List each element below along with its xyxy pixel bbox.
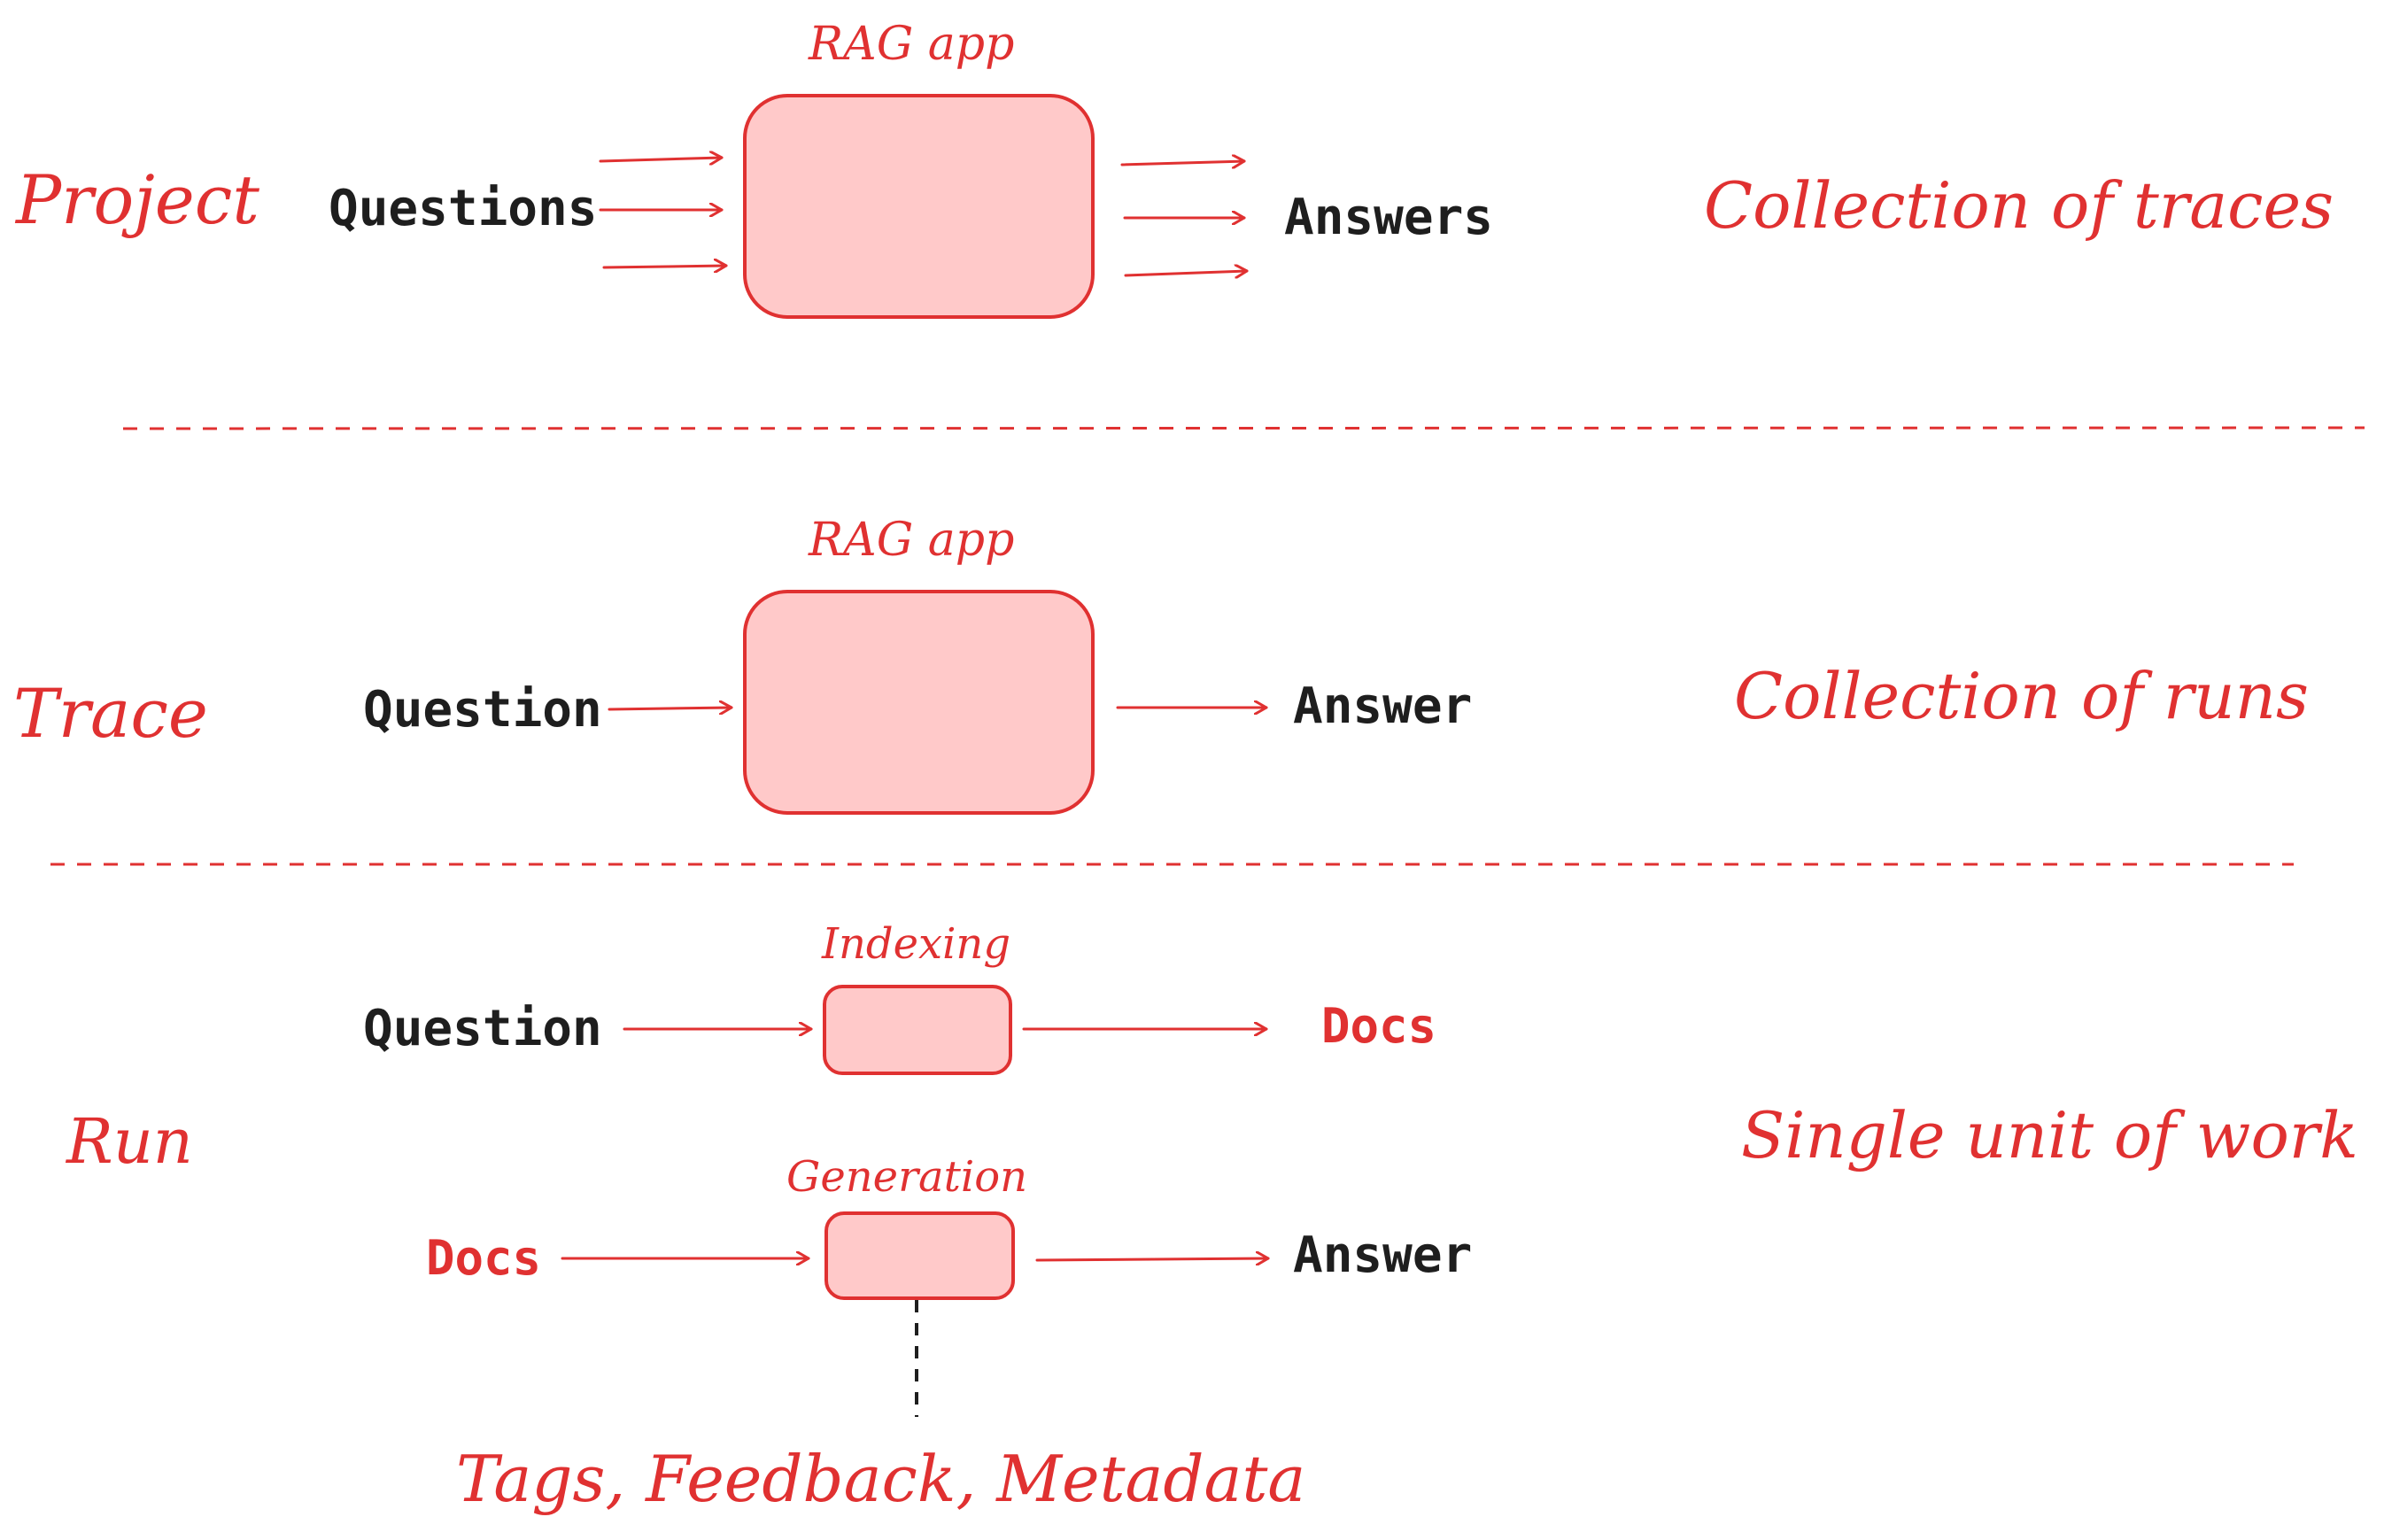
generation-box [824, 1211, 1015, 1300]
indexing-output-label: Docs [1321, 998, 1437, 1054]
trace-level-label: Trace [13, 674, 208, 753]
project-rag-app-box [743, 94, 1095, 319]
trace-description: Collection of runs [1734, 659, 2309, 733]
generation-output-arrow [1035, 1258, 1270, 1260]
indexing-input-label: Question [363, 1000, 602, 1057]
generation-output-label: Answer [1293, 1227, 1473, 1284]
indexing-box [823, 985, 1012, 1075]
section-separator-1 [122, 426, 2365, 430]
project-output-label: Answers [1284, 189, 1494, 246]
trace-rag-app-box [743, 590, 1095, 815]
run-attributes-label: Tags, Feedback, Metadata [456, 1442, 1306, 1516]
project-input-arrow-3 [602, 266, 728, 267]
project-output-arrow-1 [1120, 161, 1246, 165]
trace-input-label: Question [363, 681, 602, 739]
trace-input-arrow [608, 708, 733, 709]
project-output-arrow-3 [1124, 271, 1249, 275]
project-input-arrow-1 [599, 158, 724, 161]
project-input-label: Questions [329, 180, 598, 237]
project-box-label: RAG app [809, 18, 1015, 71]
trace-output-label: Answer [1293, 677, 1473, 735]
run-description: Single unit of work [1741, 1098, 2358, 1172]
trace-box-label: RAG app [809, 514, 1015, 567]
run-level-label: Run [66, 1105, 193, 1178]
generation-box-label: Generation [786, 1152, 1028, 1202]
indexing-box-label: Indexing [822, 919, 1011, 969]
project-description: Collection of traces [1704, 168, 2334, 243]
generation-input-label: Docs [426, 1230, 542, 1286]
project-level-label: Project [16, 160, 259, 239]
